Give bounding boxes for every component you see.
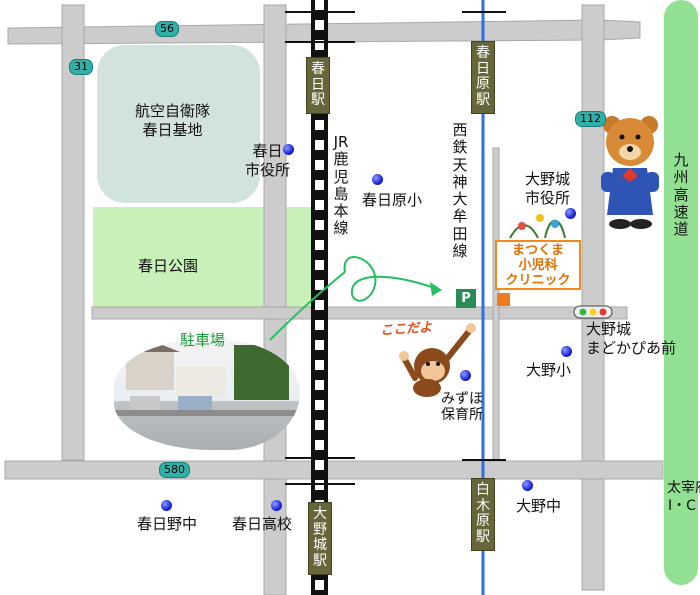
blue-dot-icon: [460, 370, 471, 381]
blue-dot-icon: [565, 208, 576, 219]
onojo-madokapia-label: 大野城 まどかぴあ前: [586, 320, 677, 357]
expressway-label: 九州高速道: [673, 151, 689, 238]
kasuga-city-hall-label: 春日 市役所: [245, 142, 291, 179]
blue-dot-icon: [561, 346, 572, 357]
airbase-label: 航空自衛隊 春日基地: [135, 102, 211, 139]
station-kasugabaru: 春日原駅: [471, 41, 495, 114]
route-arrow-line: [269, 271, 346, 341]
jr-line-label: JR鹿児島本線: [333, 133, 349, 238]
kasuga-high-label: 春日高校: [232, 515, 293, 533]
blue-dot-icon: [372, 174, 383, 185]
station-shirakibaru: 白木原駅: [471, 478, 495, 551]
clinic-sign: まつくま 小児科 クリニック: [495, 240, 581, 290]
road-left-vertical: [61, 4, 85, 461]
route-badge: 580: [159, 462, 190, 478]
mizuho-hoikujo-label: みずほ 保育所: [441, 391, 483, 424]
ono-middle-label: 大野中: [516, 497, 562, 515]
clinic-name-line3: クリニック: [505, 273, 571, 288]
route-badge: 112: [575, 111, 606, 127]
bear-mascot-icon: [601, 116, 659, 229]
blue-dot-icon: [161, 500, 172, 511]
clinic-name-line1: まつくま: [511, 243, 564, 258]
parking-lot-label: 駐車場: [180, 331, 226, 349]
route-badge: 56: [155, 21, 179, 37]
road-mid-vertical: [263, 4, 287, 595]
route-badge: 31: [69, 59, 93, 75]
here-label: ここだよ: [379, 320, 433, 339]
ono-elem-label: 大野小: [526, 361, 572, 379]
road-right-vertical: [581, 4, 605, 591]
blue-dot-icon: [522, 480, 533, 491]
station-onojo: 大野城駅: [308, 502, 332, 575]
clinic-name-line2: 小児科: [518, 258, 558, 273]
station-kasuga: 春日駅: [306, 57, 330, 115]
dazaifu-ic-label: 太宰府 I・C: [667, 480, 700, 514]
traffic-signal-icon: [573, 305, 613, 319]
park-label: 春日公園: [138, 257, 199, 275]
nishitetsu-line-label: 西鉄天神大牟田線: [452, 121, 468, 260]
blue-dot-icon: [283, 144, 294, 155]
parking-lot-photo: [114, 340, 300, 450]
clinic-decoration-icon: [509, 214, 566, 239]
road-middle: [91, 306, 628, 320]
onojo-city-hall-label: 大野城 市役所: [525, 170, 571, 207]
clinic-location-marker: [497, 293, 510, 306]
arrow-head: [430, 282, 442, 296]
monkey-mascot-icon: [399, 323, 476, 397]
airbase-area: [97, 45, 260, 203]
kasugabaru-elem-label: 春日原小: [362, 191, 423, 209]
expressway: [664, 0, 698, 585]
kasuga-no-middle-label: 春日野中: [137, 515, 198, 533]
blue-dot-icon: [271, 500, 282, 511]
route-arrows: [269, 256, 442, 341]
road-route-580: [4, 460, 664, 480]
parking-marker: P: [456, 289, 476, 308]
route-arrow-loop: [343, 256, 441, 302]
jr-railway: [285, 0, 355, 595]
